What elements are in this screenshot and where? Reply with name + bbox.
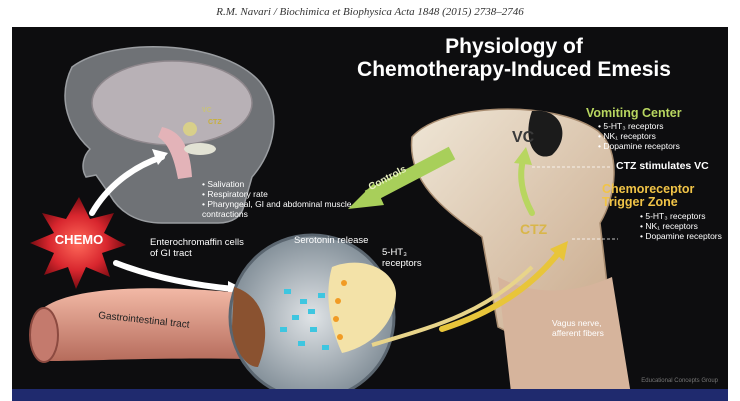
crtz-list: 5-HT₃ receptors NK₁ receptors Dopamine r… <box>640 211 726 241</box>
crtz-heading: Chemoreceptor Trigger Zone <box>602 183 694 209</box>
crtz-heading-line2: Trigger Zone <box>602 196 694 209</box>
brain-vc-spot <box>183 122 197 136</box>
brain-ctz-label: CTZ <box>208 117 222 128</box>
receptor-dot <box>333 316 339 322</box>
serotonin-granule <box>292 315 299 320</box>
vomiting-center-heading: Vomiting Center <box>586 107 682 120</box>
figure-credit: Educational Concepts Group <box>641 378 718 384</box>
chemo-label: CHEMO <box>39 232 119 247</box>
ctz-stimulates-vc-label: CTZ stimulates VC <box>616 161 709 172</box>
vc-region-label: VC <box>512 129 534 147</box>
effect-item: Pharyngeal, GI and abdominal muscle cont… <box>202 199 370 219</box>
vomiting-center-item: Dopamine receptors <box>598 141 680 151</box>
serotonin-release-label: Serotonin release <box>294 235 368 246</box>
effect-item: Respiratory rate <box>202 189 370 199</box>
serotonin-granule <box>280 327 287 332</box>
effect-item: Salivation <box>202 179 370 189</box>
vomiting-center-item: NK₁ receptors <box>598 131 680 141</box>
serotonin-granule <box>298 341 305 346</box>
serotonin-granule <box>322 345 329 350</box>
emesis-figure: Physiology of Chemotherapy-Induced Emesi… <box>12 27 728 401</box>
vomiting-center-item: 5-HT₃ receptors <box>598 121 680 131</box>
crtz-item: Dopamine receptors <box>640 231 726 241</box>
crtz-item: NK₁ receptors <box>640 221 726 231</box>
figure-title: Physiology of Chemotherapy-Induced Emesi… <box>304 35 724 81</box>
serotonin-granule <box>310 327 317 332</box>
figure-illustration <box>12 27 728 401</box>
serotonin-granule <box>318 293 325 298</box>
page-header: R.M. Navari / Biochimica et Biophysica A… <box>0 0 740 26</box>
enterochromaffin-label: Enterochromaffin cells of GI tract <box>150 237 246 259</box>
vomiting-center-list: 5-HT₃ receptors NK₁ receptors Dopamine r… <box>598 121 680 151</box>
vagus-nerve-label: Vagus nerve, afferent fibers <box>552 318 632 338</box>
serotonin-granule <box>300 299 307 304</box>
serotonin-granule <box>308 309 315 314</box>
journal-citation: R.M. Navari / Biochimica et Biophysica A… <box>0 6 740 18</box>
figure-title-line2: Chemotherapy-Induced Emesis <box>304 58 724 81</box>
figure-bottom-bar <box>12 389 728 401</box>
spinal-cord <box>498 277 632 401</box>
brain-vc-label: VC <box>202 105 212 116</box>
arrow-chemo-to-gut <box>116 263 234 289</box>
effects-list: Salivation Respiratory rate Pharyngeal, … <box>202 179 370 219</box>
serotonin-granule <box>284 289 291 294</box>
figure-title-line1: Physiology of <box>304 35 724 58</box>
ht3-receptors-label: 5-HT₃ receptors <box>382 247 442 269</box>
crtz-item: 5-HT₃ receptors <box>640 211 726 221</box>
receptor-dot <box>335 298 341 304</box>
brain-ctz-spot <box>184 143 216 155</box>
receptor-dot <box>341 280 347 286</box>
gi-tract-opening <box>30 308 58 362</box>
receptor-dot <box>337 334 343 340</box>
ctz-region-label: CTZ <box>520 221 547 237</box>
